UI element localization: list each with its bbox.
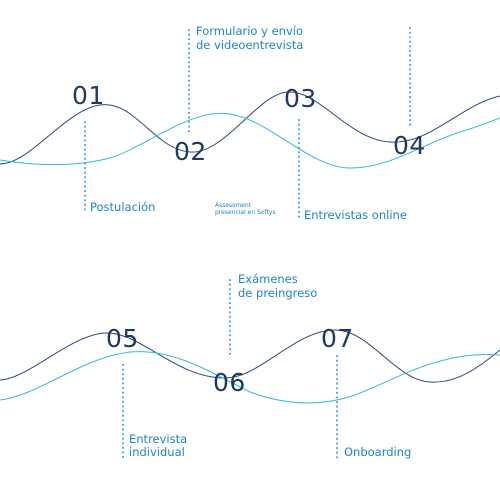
step-number-02: 02 bbox=[174, 137, 207, 166]
assessment-note-line2: presencial en Softys bbox=[215, 209, 276, 216]
step-label-05-line2: individual bbox=[129, 445, 185, 459]
step-label-07: Onboarding bbox=[344, 445, 411, 459]
step-label-05-line1: Entrevista bbox=[129, 432, 187, 446]
step-number-03: 03 bbox=[284, 84, 317, 113]
step-number-04: 04 bbox=[393, 131, 426, 160]
step-number-06: 06 bbox=[213, 368, 246, 397]
step-label-06-line1: Exámenes bbox=[238, 272, 298, 286]
assessment-note-line1: Assessment bbox=[215, 202, 252, 209]
step-label-01: Postulación bbox=[90, 200, 155, 214]
step-label-02-line2: de videoentrevista bbox=[196, 38, 303, 52]
step-label-06-line2: de preingreso bbox=[238, 286, 317, 300]
step-number-05: 05 bbox=[106, 324, 139, 353]
step-label-03: Entrevistas online bbox=[304, 208, 407, 222]
wave-dark-top bbox=[0, 91, 500, 165]
step-label-02-line1: Formulario y envío bbox=[196, 24, 303, 38]
wave-light-bottom bbox=[0, 351, 500, 404]
wave-light-top bbox=[0, 112, 500, 169]
wave-dark-bottom bbox=[0, 329, 500, 383]
step-number-07: 07 bbox=[321, 324, 354, 353]
step-number-01: 01 bbox=[72, 81, 105, 110]
